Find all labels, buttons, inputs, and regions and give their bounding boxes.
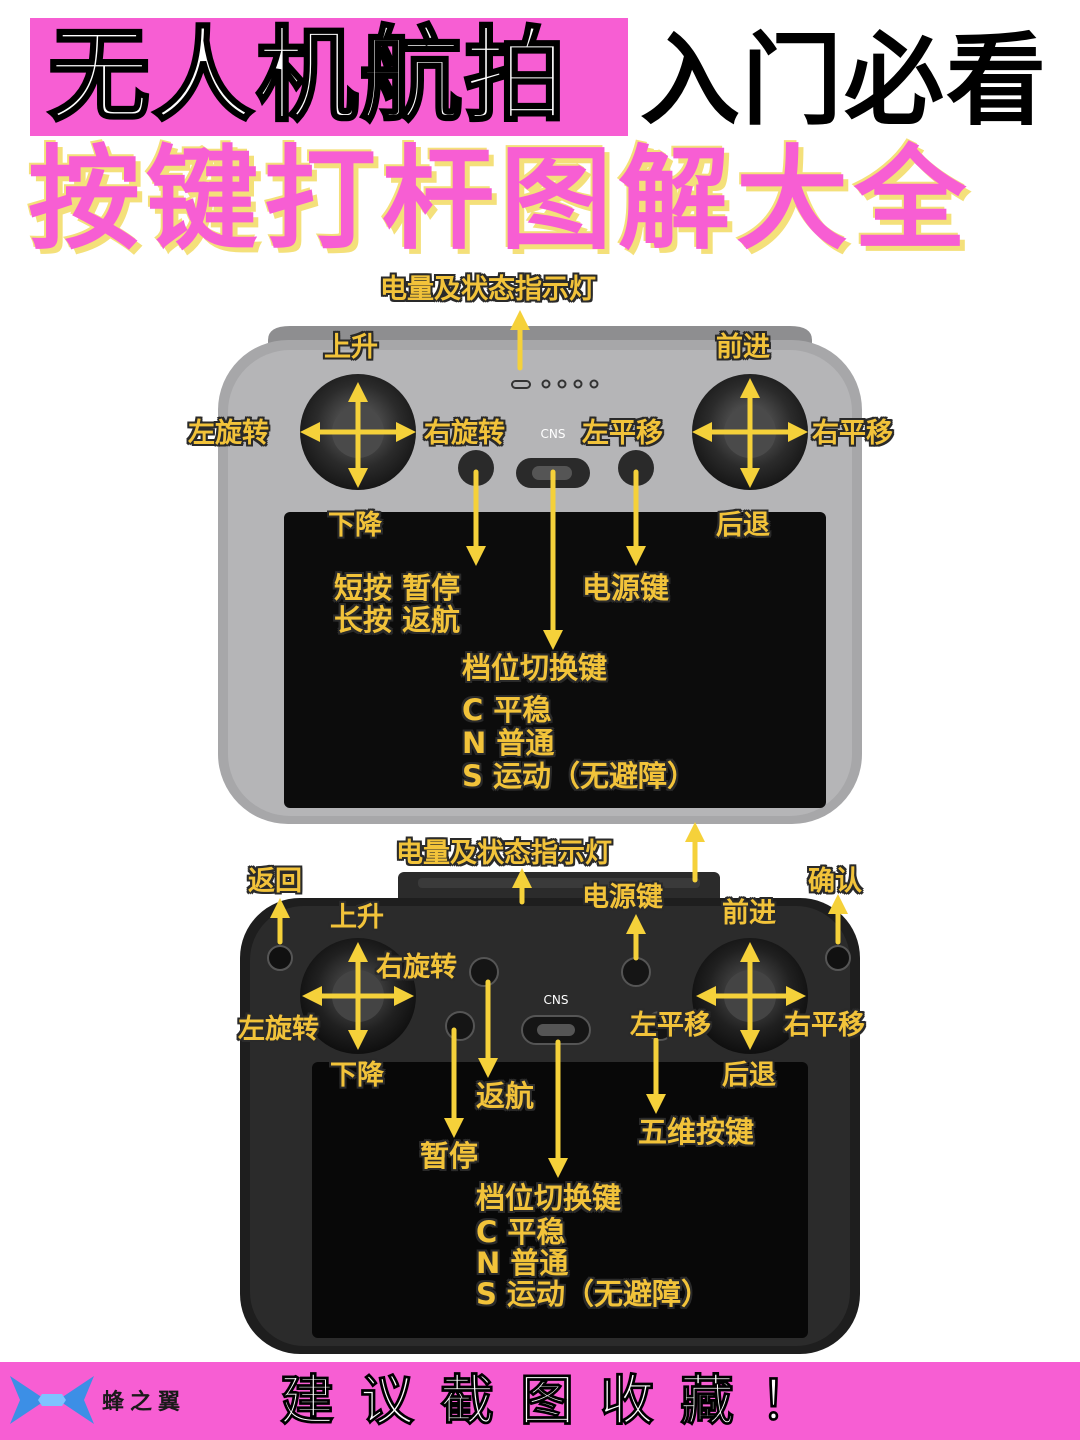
top-controller: CNS xyxy=(218,326,862,824)
top-label-mode-switch: 档位切换键 xyxy=(462,651,608,685)
bottom-pause-button xyxy=(445,1011,475,1041)
top-power-button xyxy=(618,450,654,486)
bottom-label-mode-s: S 运动（无避障） xyxy=(476,1277,710,1311)
bottom-label-confirm: 确认 xyxy=(808,866,862,897)
bottom-label-forward: 前进 xyxy=(722,898,776,929)
top-label-pause-long: 长按 返航 xyxy=(334,603,461,637)
svg-text:CNS: CNS xyxy=(541,427,566,441)
bottom-label-mode-c: C 平稳 xyxy=(476,1215,566,1249)
bottom-label-descend: 下降 xyxy=(330,1060,384,1091)
top-label-backward: 后退 xyxy=(716,510,770,541)
bottom-label-rth: 返航 xyxy=(476,1079,535,1113)
top-label-power: 电源键 xyxy=(582,571,670,605)
footer-banner: 蜂之翼 建议截图收藏！ xyxy=(0,1362,1080,1440)
title-highlight-box: 无人机航拍 xyxy=(30,18,628,136)
footer-brand: 蜂之翼 xyxy=(102,1390,187,1415)
bottom-label-rotate-right: 右旋转 xyxy=(376,952,457,983)
bottom-controller-screen xyxy=(312,1062,808,1338)
top-label-rotate-right: 右旋转 xyxy=(424,418,505,449)
top-label-descend: 下降 xyxy=(328,510,382,541)
arrows xyxy=(270,310,848,1178)
bottom-label-ascend: 上升 xyxy=(330,902,384,933)
top-status-leds xyxy=(511,379,599,389)
bottom-label-mode-switch: 档位切换键 xyxy=(476,1181,622,1215)
top-label-mode-n: N 普通 xyxy=(462,726,555,760)
bottom-label-rotate-left: 左旋转 xyxy=(238,1014,319,1045)
bottom-label-five-way: 五维按键 xyxy=(638,1115,755,1149)
top-label-pan-right: 右平移 xyxy=(812,418,893,449)
bottom-label-pan-left: 左平移 xyxy=(630,1010,711,1041)
top-label-pause-short: 短按 暂停 xyxy=(334,571,461,605)
title-secondary: 入门必看 xyxy=(640,22,1048,139)
top-label-mode-c: C 平稳 xyxy=(462,693,552,727)
bottom-label-pan-right: 右平移 xyxy=(784,1010,865,1041)
top-controller-screen xyxy=(284,512,826,808)
title-main: 无人机航拍 xyxy=(47,17,568,136)
svg-text:CNS: CNS xyxy=(544,993,569,1007)
top-label-forward: 前进 xyxy=(716,332,770,363)
bottom-back-button xyxy=(267,945,293,971)
bottom-label-pause: 暂停 xyxy=(420,1139,479,1173)
top-label-battery-led: 电量及状态指示灯 xyxy=(380,274,596,305)
bottom-confirm-button xyxy=(825,945,851,971)
bottom-label-back: 返回 xyxy=(248,866,302,897)
subtitle: 按键打杆图解大全 xyxy=(28,135,972,265)
top-pause-button xyxy=(458,450,494,486)
bottom-label-mode-n: N 普通 xyxy=(476,1246,569,1280)
top-label-ascend: 上升 xyxy=(324,332,378,363)
bottom-label-battery-led: 电量及状态指示灯 xyxy=(396,838,612,869)
bottom-rth-button xyxy=(469,957,499,987)
footer-cta: 建议截图收藏！ xyxy=(280,1369,840,1432)
top-label-mode-s: S 运动（无避障） xyxy=(462,759,696,793)
brand-logo-icon xyxy=(10,1376,94,1424)
bottom-label-power: 电源键 xyxy=(582,882,663,913)
bottom-power-button xyxy=(621,957,651,987)
bottom-five-way-button xyxy=(645,1011,675,1041)
bottom-label-backward: 后退 xyxy=(722,1060,776,1091)
top-label-rotate-left: 左旋转 xyxy=(188,418,269,449)
top-label-pan-left: 左平移 xyxy=(582,418,663,449)
bottom-controller: CNS xyxy=(240,872,860,1354)
